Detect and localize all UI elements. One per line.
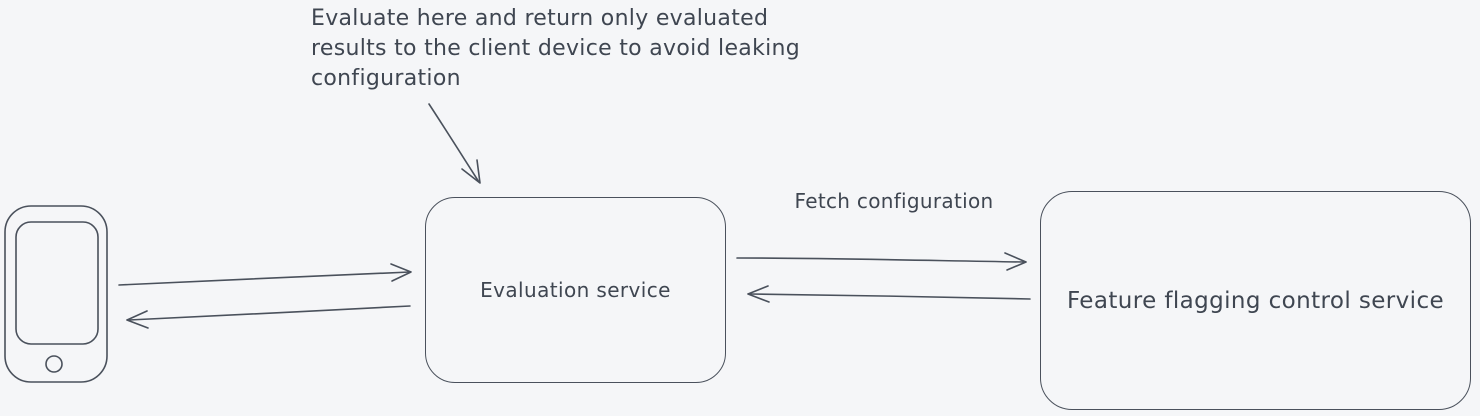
arrow-control-to-evaluation [747,285,1031,303]
arrow-client-to-evaluation [118,263,412,286]
node-label: Feature flagging control service [1066,287,1445,314]
arrowhead-right [1004,252,1027,271]
annotation-note: Evaluate here and return only evaluated … [311,4,800,94]
arrowhead-left [747,285,770,303]
annotation-line: Evaluate here and return only evaluated [311,6,769,31]
phone-home-button [45,355,63,373]
arrow-annotation-to-evaluation [428,103,481,184]
node-feature-flagging-control-service: Feature flagging control service [1040,191,1471,410]
annotation-line: results to the client device to avoid le… [311,36,801,61]
phone-body [4,205,108,383]
phone-screen [15,221,99,345]
node-evaluation-service: Evaluation service [425,197,726,383]
arrow-evaluation-to-control [736,252,1027,271]
edge-label-fetch-configuration: Fetch configuration [794,189,994,213]
arrowhead-right [390,263,412,282]
arrowhead-down [461,159,481,184]
mobile-phone-icon [4,205,108,383]
arrow-evaluation-to-client [126,305,411,329]
arrowhead-left [126,310,149,329]
annotation-line: configuration [311,66,461,91]
node-label: Evaluation service [480,278,671,302]
